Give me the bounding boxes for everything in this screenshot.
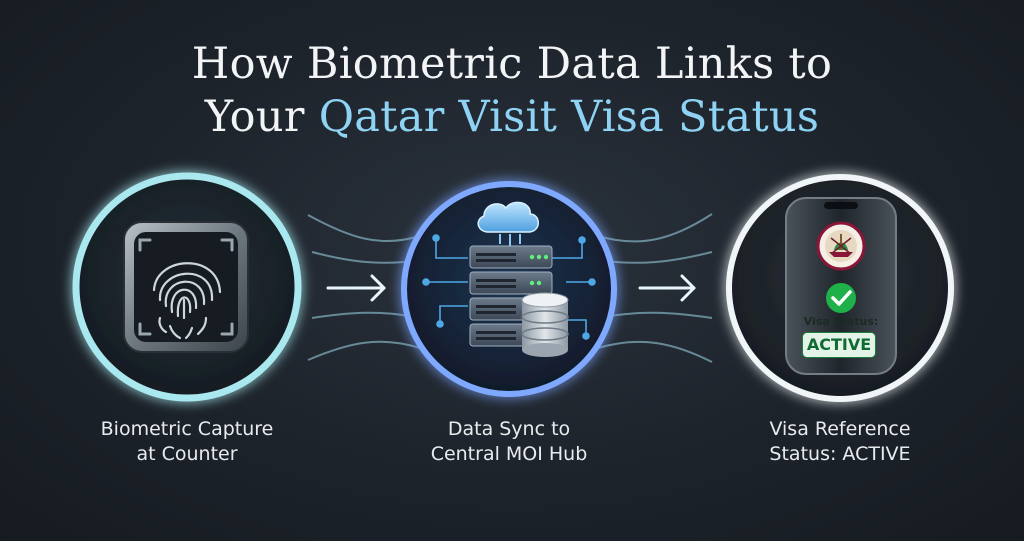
title-line-2-accent: Qatar Visit Visa Status <box>318 92 820 142</box>
phone-screen: Visa Status: ACTIVE <box>794 208 888 366</box>
node-data-sync <box>401 181 617 397</box>
connector-2-to-3-arrow <box>638 274 696 302</box>
title-line-1: How Biometric Data Links to <box>191 39 833 89</box>
title-line-2-prefix: Your <box>204 92 319 142</box>
connector-1-to-2-arrow <box>326 274 386 302</box>
fingerprint-scanner-icon <box>123 221 249 353</box>
visa-status-label: Visa Status: <box>803 315 879 328</box>
step-3-caption: Visa Reference Status: ACTIVE <box>720 417 960 467</box>
step-3-caption-line-1: Visa Reference <box>769 418 911 440</box>
node-biometric-capture <box>72 172 302 402</box>
circuit-traces <box>422 234 596 340</box>
step-1-caption-line-2: at Counter <box>136 443 238 465</box>
step-2-caption-line-2: Central MOI Hub <box>430 443 588 465</box>
page-title: How Biometric Data Links to Your Qatar V… <box>0 38 1024 144</box>
step-2-caption-line-1: Data Sync to <box>447 418 571 440</box>
checkmark-icon <box>826 283 856 313</box>
step-1-caption-line-1: Biometric Capture <box>100 418 274 440</box>
step-3-caption-line-2: Status: ACTIVE <box>769 443 911 465</box>
visa-status-badge: ACTIVE <box>802 332 876 358</box>
database-icon <box>521 292 569 357</box>
smartphone-status-icon <box>785 197 897 375</box>
step-1-caption: Biometric Capture at Counter <box>67 417 307 467</box>
qatar-emblem-icon <box>816 221 866 271</box>
node-visa-status <box>726 174 954 402</box>
cloud-server-database-icon <box>422 201 596 357</box>
cloud-icon <box>477 201 539 246</box>
step-2-caption: Data Sync to Central MOI Hub <box>389 417 629 467</box>
phone-notch <box>824 202 858 209</box>
